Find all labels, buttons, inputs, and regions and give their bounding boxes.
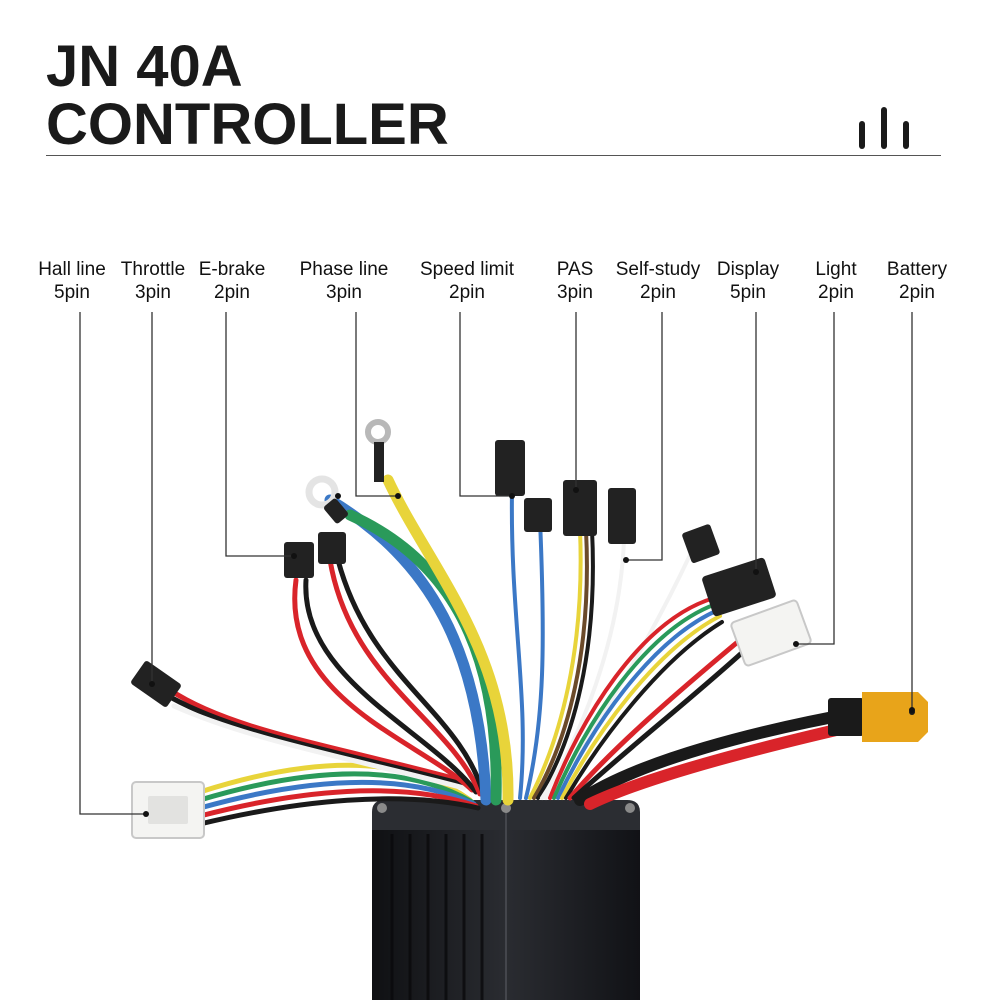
label-speed-limit: Speed limit 2pin [420,259,514,303]
label-self-study: Self-study 2pin [615,259,701,303]
pas-connector [563,480,597,536]
phase-ring-terminals [305,419,391,524]
e-brake-connector [284,532,346,578]
label-battery: Battery 2pin [886,259,948,303]
controller-body [372,800,640,1000]
self-study-connector [608,488,720,563]
battery-xt60-connector [828,692,928,742]
throttle-connector [131,661,181,707]
title-divider [46,155,941,156]
signal-bars-icon [859,107,909,149]
title-line-2: CONTROLLER [46,92,449,157]
hall-connector [131,781,205,839]
leader-dots [143,487,915,817]
label-phase-line: Phase line 3pin [299,259,389,303]
light-connector [730,599,812,667]
display-connector [702,557,776,617]
label-light: Light 2pin [815,259,857,303]
label-hall-line: Hall line 5pin [38,259,106,303]
label-throttle: Throttle 3pin [120,259,186,303]
title-line-1: JN 40A [46,34,243,99]
speed-limit-connector [495,440,552,532]
label-display: Display 5pin [716,259,780,303]
page-title: JN 40A CONTROLLER [46,38,449,154]
leader-lines [79,312,913,815]
label-pas: PAS 3pin [556,259,594,303]
label-e-brake: E-brake 2pin [198,259,266,303]
wire-bundle [167,474,868,827]
